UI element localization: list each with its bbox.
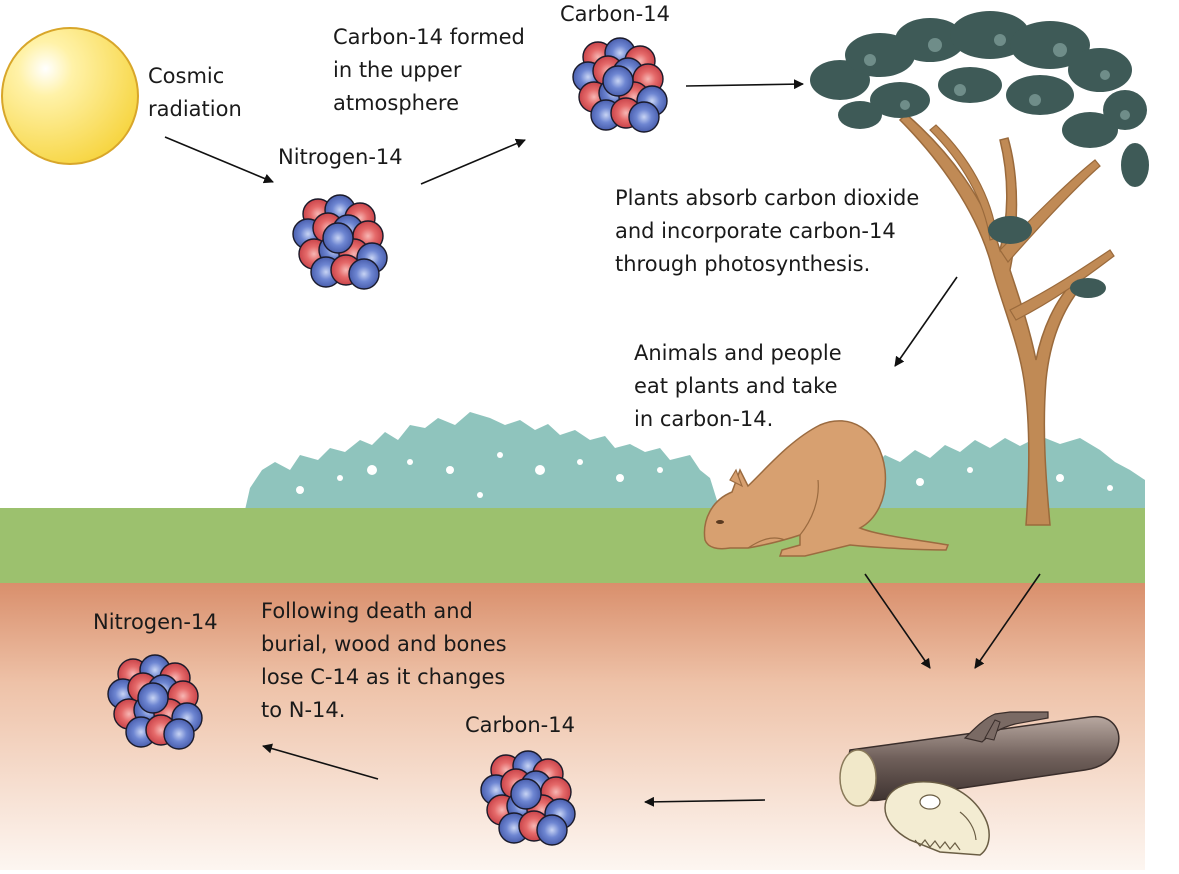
cosmic-radiation-line-2: radiation [148, 97, 242, 121]
neutron-particle [137, 682, 169, 714]
animals-eat-label: Animals and people eat plants and take i… [634, 337, 842, 436]
following-death-line-3: lose C-14 as it changes [261, 665, 506, 689]
following-death-line-2: burial, wood and bones [261, 632, 507, 656]
grass-band [0, 508, 1145, 584]
cycle-arrows [164, 79, 1041, 807]
animals-eat-line-3: in carbon-14. [634, 407, 774, 431]
arrow-carbon-to-tree [685, 79, 804, 90]
following-death-label: Following death and burial, wood and bon… [261, 595, 507, 727]
plants-absorb-line-2: and incorporate carbon-14 [615, 219, 896, 243]
shrub-band [245, 412, 1145, 510]
arrow-tree-to-log [974, 573, 1041, 669]
kangaroo-icon [703, 420, 950, 557]
nitrogen-14-nucleus-top-icon [292, 194, 388, 290]
following-death-line-1: Following death and [261, 599, 473, 623]
nitrogen-bottom-label: Nitrogen-14 [93, 610, 218, 634]
neutron-particle [602, 65, 634, 97]
arrow-plants-to-animals [894, 276, 958, 367]
neutron-particle [348, 258, 380, 290]
nuclei [107, 37, 668, 846]
plants-absorb-label: Plants absorb carbon dioxide and incorpo… [615, 182, 919, 281]
tree-icon [810, 11, 1149, 526]
neutron-particle [322, 222, 354, 254]
skull-icon [884, 781, 990, 856]
carbon-formed-label: Carbon-14 formed in the upper atmosphere [333, 21, 525, 120]
arrow-nitrogen-to-carbon [420, 138, 526, 185]
nitrogen-14-nucleus-bottom-icon [107, 654, 203, 750]
arrow-radiation-to-nitrogen [164, 136, 274, 184]
animals-eat-line-2: eat plants and take [634, 374, 838, 398]
log-icon [839, 711, 1120, 807]
carbon-bottom-label: Carbon-14 [465, 713, 575, 737]
arrow-kangaroo-to-log [864, 573, 931, 669]
carbon-formed-line-3: atmosphere [333, 91, 459, 115]
carbon-formed-line-2: in the upper [333, 58, 462, 82]
carbon-14-nucleus-bottom-icon [480, 750, 576, 846]
plants-absorb-line-1: Plants absorb carbon dioxide [615, 186, 920, 210]
sun-icon [1, 27, 139, 165]
carbon-top-label: Carbon-14 [560, 2, 670, 26]
arrow-carbon-to-nitrogen [262, 743, 379, 780]
neutron-particle [628, 101, 660, 133]
neutron-particle [163, 718, 195, 750]
nitrogen-top-label: Nitrogen-14 [278, 145, 403, 169]
carbon-formed-line-1: Carbon-14 formed [333, 25, 525, 49]
neutron-particle [510, 778, 542, 810]
plants-absorb-line-3: through photosynthesis. [615, 252, 871, 276]
arrow-log-to-carbon [644, 796, 766, 807]
cosmic-radiation-label: Cosmic radiation [148, 60, 242, 126]
following-death-line-4: to N-14. [261, 698, 346, 722]
animals-eat-line-1: Animals and people [634, 341, 842, 365]
carbon-14-nucleus-top-icon [572, 37, 668, 133]
neutron-particle [536, 814, 568, 846]
cosmic-radiation-line-1: Cosmic [148, 64, 225, 88]
